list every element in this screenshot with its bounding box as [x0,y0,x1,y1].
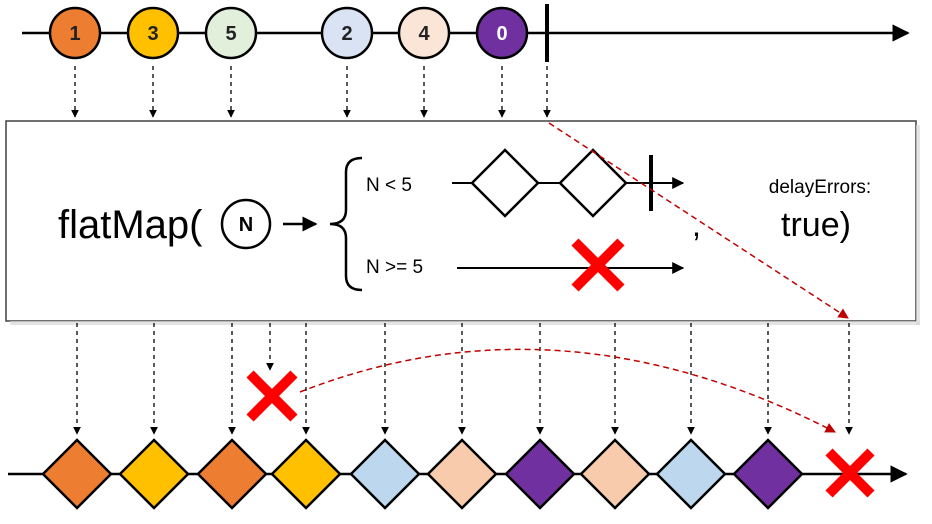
output-items [41,438,804,510]
output-item-2 [118,438,190,510]
input-arrows [71,66,551,118]
output-item-3 [196,438,268,510]
output-item-4 [270,438,342,510]
branch-lt-label: N < 5 [366,175,412,196]
option-value: true) [781,206,851,244]
param-circle [220,198,272,250]
comma: , [692,207,701,243]
output-item-5 [349,438,421,510]
operator-name: flatMap( [58,203,203,247]
output-item-6 [426,438,498,510]
svg-text:2: 2 [341,23,352,45]
source-marble-3: 3 [126,6,180,60]
output-item-1 [41,438,113,510]
source-marble-5: 5 [204,6,258,60]
svg-text:1: 1 [69,23,80,45]
error-delay-arrow-bottom [299,348,836,433]
output-item-8 [579,438,651,510]
inner-lt-item-2 [558,148,628,218]
branch-brace [329,156,363,292]
svg-text:3: 3 [147,23,158,45]
output-item-10 [732,438,804,510]
branch-ge-label: N >= 5 [366,257,423,278]
inner-ge-error-icon [571,238,625,292]
inner-lt-item-1 [470,148,540,218]
operator-box [5,120,917,322]
source-marble-4: 4 [397,6,451,60]
svg-text:4: 4 [418,23,430,45]
output-error-icon [825,448,875,498]
option-label: delayErrors: [769,177,871,198]
source-marble-0: 0 [475,6,529,60]
source-marble-1: 1 [48,6,102,60]
held-error-icon [246,370,298,422]
param-label: N [239,214,253,236]
source-marbles: 1 3 5 2 4 0 [48,6,529,60]
output-item-9 [655,438,727,510]
source-marble-2: 2 [320,6,374,60]
svg-text:0: 0 [496,23,507,45]
svg-text:5: 5 [225,23,236,45]
output-item-7 [504,438,576,510]
output-arrows [73,323,853,435]
